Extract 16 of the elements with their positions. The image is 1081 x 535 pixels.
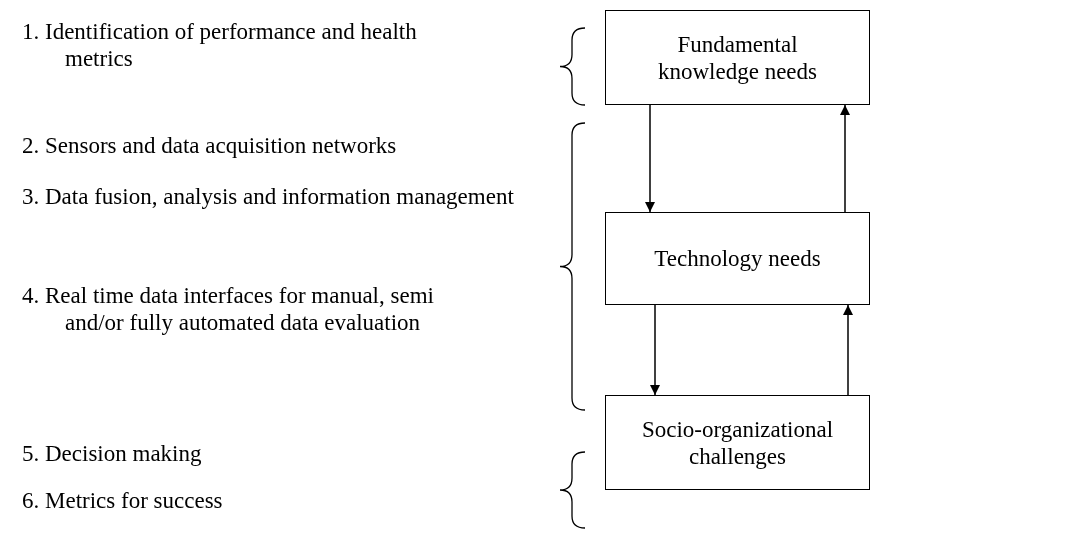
arrow: [645, 104, 655, 213]
list-item: 5. Decision making: [22, 440, 203, 467]
list-item: 2. Sensors and data acquisition networks: [22, 132, 398, 159]
list-item: 6. Metrics for success: [22, 487, 224, 514]
list-item: 3. Data fusion, analysis and information management: [22, 183, 515, 210]
arrow: [840, 104, 850, 213]
process-box: [605, 212, 870, 305]
box-label: Socio-organizational challenges: [640, 415, 835, 470]
list-item: 4. Real time data interfaces for manual, semi and/or fully automated data evaluation: [22, 282, 435, 336]
arrow: [650, 304, 660, 396]
process-box: [605, 395, 870, 490]
arrow: [843, 304, 853, 396]
box-label: Technology needs: [653, 245, 822, 272]
list-item: 1. Identification of performance and health metrics: [22, 18, 418, 72]
process-box: [605, 10, 870, 105]
box-label: Fundamental knowledge needs: [656, 30, 818, 85]
